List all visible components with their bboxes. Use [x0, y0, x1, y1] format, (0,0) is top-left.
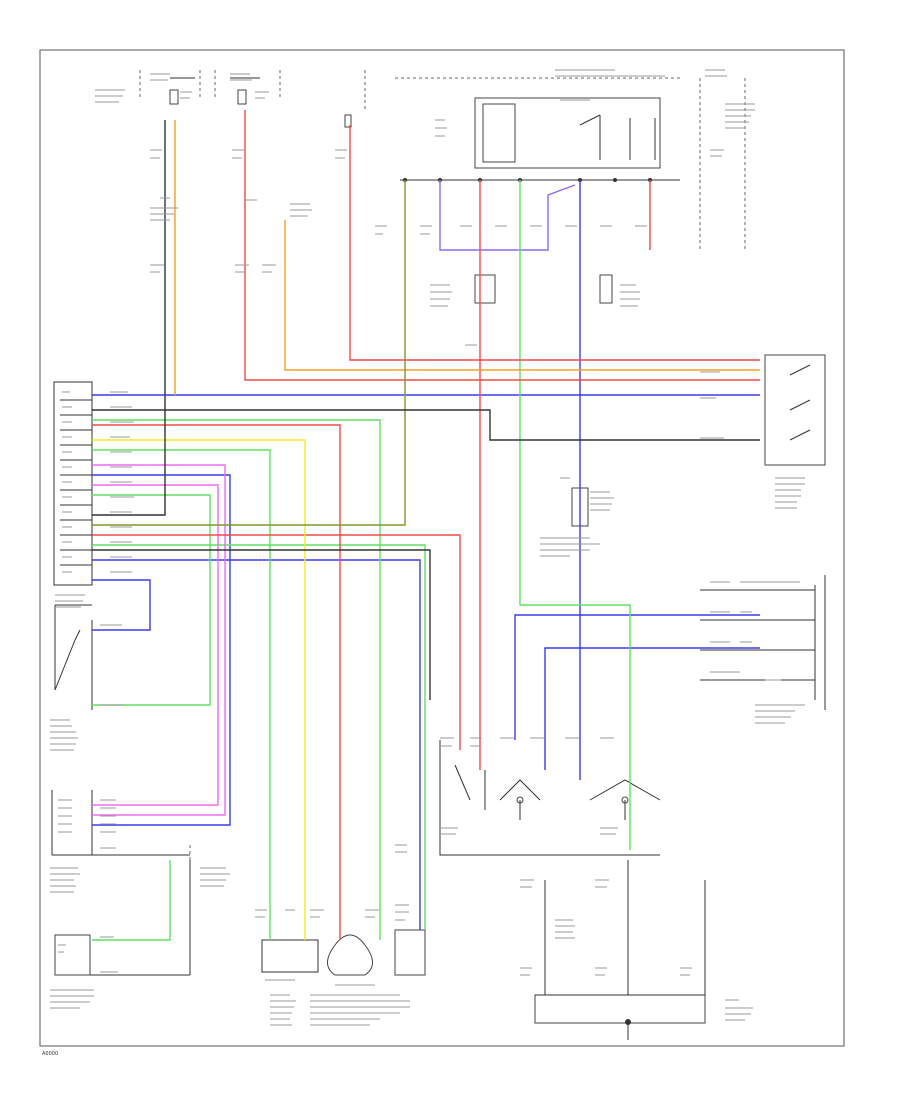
wire-yellow-1 [92, 439, 306, 940]
wire-green-2 [92, 449, 271, 940]
wire-red-2 [92, 534, 461, 750]
ground-block [534, 860, 706, 1040]
bottom-center-components [261, 929, 426, 976]
wires [92, 110, 760, 941]
wire-green-5 [519, 180, 631, 850]
relay-box [400, 97, 680, 182]
wire-blue-7 [544, 647, 760, 770]
wire-orange-2 [284, 220, 760, 371]
wire-olive-1 [92, 180, 406, 526]
wire-black-2 [92, 549, 431, 700]
wire-pink-1 [92, 464, 226, 816]
wire-blue-3 [92, 559, 421, 930]
wire-blue-6 [514, 614, 760, 740]
fan-control-switches [439, 740, 661, 856]
pressure-switch [54, 604, 93, 710]
wire-red-1 [92, 424, 341, 940]
wire-green-1 [92, 419, 381, 940]
blower-control-switch [764, 354, 826, 466]
engine-control-module-connector [51, 790, 191, 880]
relay-components [474, 274, 613, 527]
wire-green-4 [92, 544, 426, 930]
illegible-label-marks [50, 69, 805, 1026]
diagram-frame [39, 49, 845, 1047]
footer-code: A0000 [42, 1051, 58, 1057]
wire-blue-2 [92, 474, 231, 826]
wire-green-6 [92, 860, 171, 941]
wire-violet-1 [439, 180, 576, 251]
thermistor [54, 860, 191, 976]
wire-blue-4 [92, 579, 151, 631]
wire-black-1 [92, 409, 760, 441]
wire-pink-2 [92, 484, 219, 806]
wire-red-3 [349, 125, 760, 361]
wire-red-4 [244, 110, 760, 381]
wire-black-3 [92, 120, 166, 516]
ac-control-connector [53, 381, 93, 586]
wire-green-3 [92, 494, 211, 706]
hot-at-all-times-fuse-area [139, 70, 746, 250]
blower-resistor [700, 575, 826, 710]
